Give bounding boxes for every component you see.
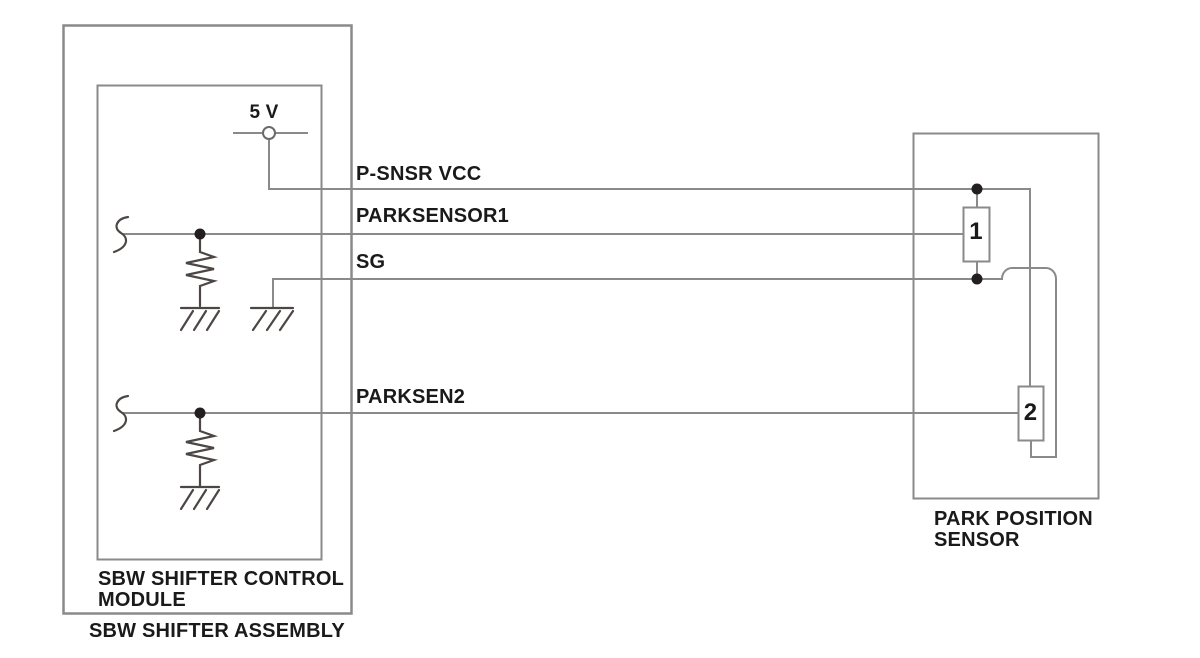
- wire-break-icon: [112, 394, 130, 433]
- resistor-icon: [185, 411, 219, 488]
- sensor-element2-body: [1017, 385, 1045, 442]
- component-symbols: [112, 215, 295, 511]
- sensor-element1-number: 1: [969, 218, 983, 245]
- junction-dot: [194, 228, 206, 240]
- sensor-element-bodies: [962, 206, 1045, 442]
- sbw-shifter-control-module-box: [96, 84, 323, 561]
- power-label: 5 V: [249, 102, 279, 123]
- junction-dot: [971, 273, 983, 285]
- junction-dot: [971, 183, 983, 195]
- assembly-block-label: SBW SHIFTER ASSEMBLY: [89, 620, 345, 642]
- wire-break-icon: [112, 215, 130, 254]
- wire-label-vcc: P-SNSR VCC: [356, 163, 482, 185]
- power-terminal-icon: [262, 126, 276, 140]
- ground-icon: [179, 306, 221, 332]
- resistor-icon: [185, 232, 219, 308]
- sensor-element2-number: 2: [1023, 399, 1038, 426]
- park-position-sensor-box: [912, 132, 1100, 500]
- wire-sg: [272, 267, 1057, 458]
- module-block-label: SBW SHIFTER CONTROL MODULE: [98, 568, 344, 611]
- wire-label-parksen2: PARKSEN2: [356, 386, 466, 408]
- wire-p-snsr-vcc: [268, 139, 1031, 386]
- sensor-block-label: PARK POSITION SENSOR: [934, 508, 1093, 551]
- sensor-element1-body: [962, 206, 991, 263]
- ground-icon: [179, 485, 221, 511]
- wire-label-parksensor1: PARKSENSOR1: [356, 205, 509, 227]
- junction-dot: [194, 407, 206, 419]
- ground-icon: [249, 306, 295, 332]
- junction-dots: [194, 183, 983, 419]
- enclosure-boxes: [62, 24, 1100, 615]
- sbw-shifter-assembly-box: [62, 24, 353, 615]
- wires: [123, 132, 1057, 458]
- wire-label-sg: SG: [356, 251, 386, 273]
